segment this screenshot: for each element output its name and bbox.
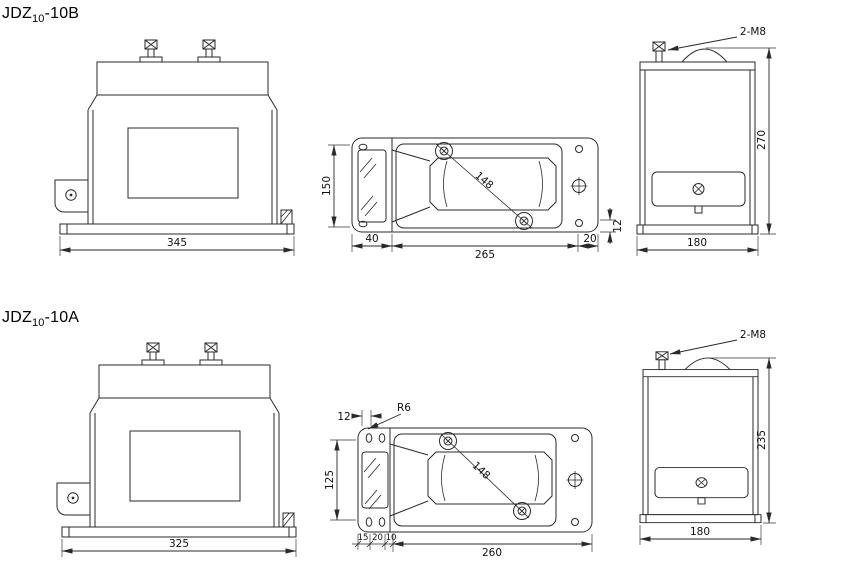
- view-top-b: [351, 137, 599, 233]
- model-prefix: JDZ: [2, 5, 32, 22]
- bolt-spec-label-a: 2-M8: [740, 329, 766, 341]
- dim-pitch-3-a: 10: [386, 533, 397, 543]
- dim-top-slot-offset-a: 12: [337, 411, 350, 423]
- model-prefix: JDZ: [2, 309, 32, 326]
- dim-front-a: 325: [61, 538, 297, 557]
- dim-side-a: 2-M8 235 180: [639, 329, 776, 545]
- model-subscript: 10: [31, 317, 45, 330]
- dim-top-length-b: 265: [475, 249, 495, 261]
- mounting-plate-b: [351, 137, 599, 233]
- dim-top-b: 150 40 265 20 12 148: [321, 144, 624, 261]
- dim-side-width-b: 180: [687, 237, 707, 249]
- corner-radius-label-a: R6: [397, 402, 411, 414]
- side-mounting-holes-a: [566, 434, 584, 526]
- dim-side-height-b: 270: [756, 130, 768, 150]
- terminal-window-a: [361, 451, 389, 509]
- model-suffix: -10A: [44, 309, 80, 326]
- dim-top-edge-b: 12: [612, 219, 624, 232]
- view-front-a: [57, 343, 296, 537]
- model-subscript: 10: [31, 13, 45, 26]
- section-title-a: JDZ10-10A: [2, 309, 79, 329]
- dim-side-b: 2-M8 270 180: [636, 26, 776, 256]
- dim-front-b: 345: [59, 236, 295, 256]
- view-side-a: [639, 351, 762, 524]
- dim-top-height-a: 125: [324, 470, 336, 490]
- mounting-plate-a: [357, 427, 593, 533]
- dim-side-height-a: 235: [756, 430, 768, 450]
- dim-front-width-a: 325: [169, 538, 189, 550]
- dim-top-length-a: 260: [482, 547, 502, 559]
- bolt-spec-label-b: 2-M8: [740, 26, 766, 38]
- view-front-b: [55, 40, 294, 234]
- dim-top-end-b: 20: [583, 233, 596, 245]
- dim-pitch-2-a: 20: [372, 533, 383, 543]
- dim-front-width-b: 345: [167, 237, 187, 249]
- dim-top-height-b: 150: [321, 176, 333, 196]
- dim-top-diagonal-b: 148: [472, 170, 495, 192]
- view-top-a: [357, 427, 593, 533]
- dim-top-diagonal-a: 148: [470, 460, 493, 482]
- section-title-b: JDZ10-10B: [2, 5, 79, 25]
- model-suffix: -10B: [44, 5, 80, 22]
- side-mounting-holes-b: [570, 145, 588, 227]
- dim-pitch-1-a: 15: [358, 533, 369, 543]
- dim-top-flange-b: 40: [365, 233, 378, 245]
- view-side-b: [636, 41, 759, 235]
- terminal-window-b: [357, 149, 387, 223]
- dim-side-width-a: 180: [690, 526, 710, 538]
- dim-top-a: 12 R6 125 15 20 10 260 148: [324, 402, 593, 559]
